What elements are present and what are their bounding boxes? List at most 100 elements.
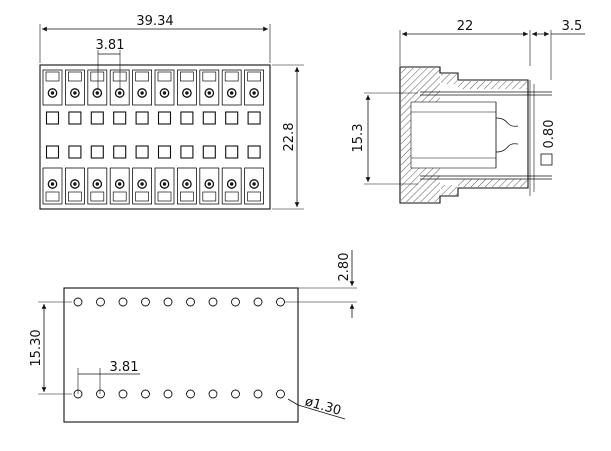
- side-hatch-bottom-step: [441, 185, 457, 195]
- footprint-pitch-dim: 3.81: [110, 360, 139, 375]
- top-terminal-ring: [249, 88, 259, 98]
- top-terminal-dot: [118, 91, 122, 95]
- footprint-outline: [63, 287, 299, 423]
- top-terminal-ring: [47, 88, 58, 98]
- height-dim: 22.8: [282, 123, 297, 152]
- top-latch-tab: [135, 71, 149, 82]
- upper-window: [68, 111, 82, 125]
- top-latch-cell: [176, 69, 197, 106]
- lower-window: [180, 145, 194, 159]
- top-terminal-dot: [162, 91, 167, 95]
- bottom-latch-cell: [65, 167, 85, 205]
- top-terminal-dot: [95, 91, 100, 95]
- top-latch-tab: [180, 71, 194, 82]
- bottom-latch-tab: [202, 191, 217, 202]
- footprint-hole-bottom: [208, 389, 218, 399]
- footprint-hole-bottom: [118, 389, 128, 399]
- footprint-hole-bottom: [253, 389, 263, 399]
- bottom-terminal-dot: [252, 182, 256, 186]
- bottom-latch-cell: [109, 167, 130, 205]
- bottom-latch-cell: [176, 167, 197, 205]
- footprint-hole-bottom: [163, 389, 173, 399]
- upper-window: [202, 111, 216, 125]
- upper-window: [135, 111, 149, 125]
- bottom-terminal-ring: [92, 179, 103, 189]
- footprint-hole-bottom: [141, 389, 150, 399]
- pcb-footprint: 2.80 15.30 3.81 ø1.30: [29, 250, 357, 423]
- upper-window: [45, 111, 60, 125]
- bottom-terminal-dot: [162, 182, 167, 186]
- bottom-latch-cell: [199, 167, 220, 205]
- bottom-latch-cell: [87, 167, 108, 205]
- bottom-latch-cell: [244, 167, 265, 205]
- top-terminal-dot: [207, 91, 211, 95]
- pin-ext-dim: 3.5: [562, 19, 583, 34]
- top-latch-tab: [247, 71, 261, 82]
- top-terminal-ring: [182, 88, 192, 98]
- hole-leader-2: [297, 404, 346, 420]
- side-hatch-top-rail: [458, 81, 527, 89]
- bottom-latch-cell: [132, 167, 153, 205]
- footprint-hole-top: [73, 297, 83, 307]
- top-terminal-dot: [50, 91, 55, 95]
- side-hatch-wall: [401, 102, 411, 168]
- overall-width-dim: 39.34: [136, 14, 173, 29]
- footprint-hole-bottom: [276, 389, 285, 399]
- footprint-hole-top: [253, 297, 263, 307]
- side-hatch-bottom: [401, 168, 440, 202]
- top-latch-cell: [244, 69, 265, 106]
- top-terminal-ring: [114, 88, 125, 98]
- bottom-terminal-ring: [47, 179, 58, 189]
- side-hatch-top: [401, 68, 440, 102]
- top-latch-tab: [202, 71, 217, 82]
- top-latch-cell: [42, 69, 63, 106]
- lower-window: [45, 145, 60, 159]
- top-terminal-ring: [70, 88, 80, 98]
- upper-window: [90, 111, 104, 125]
- top-latch-tab: [45, 71, 60, 82]
- top-terminal-ring: [204, 88, 215, 98]
- bottom-latch-tab: [90, 191, 105, 202]
- top-latch-cell: [221, 69, 242, 106]
- upper-window: [113, 111, 127, 125]
- contact-spring-bottom: [495, 143, 519, 153]
- top-latch-cell: [87, 69, 108, 106]
- bottom-terminal-dot: [185, 182, 189, 186]
- bottom-terminal-dot: [140, 182, 144, 186]
- top-terminal-dot: [73, 91, 77, 95]
- footprint-hole-top: [163, 297, 173, 307]
- bottom-terminal-dot: [230, 182, 234, 186]
- front-view-outline: [39, 64, 271, 210]
- bottom-latch-tab: [224, 191, 239, 202]
- pitch-dim: 3.81: [96, 38, 125, 53]
- bottom-latch-tab: [157, 191, 172, 202]
- footprint-hole-top: [118, 297, 128, 307]
- top-latch-tab: [224, 71, 239, 82]
- top-latch-cell: [65, 69, 85, 106]
- lower-window: [113, 145, 127, 159]
- top-terminal-dot: [140, 91, 144, 95]
- bottom-terminal-ring: [159, 179, 170, 189]
- hole-leader-1: [287, 398, 299, 406]
- lower-window: [135, 145, 149, 159]
- footprint-hole-bottom: [73, 389, 83, 399]
- bottom-terminal-dot: [95, 182, 100, 186]
- top-terminal-ring: [137, 88, 147, 98]
- depth-dim: 22: [457, 19, 474, 34]
- bottom-latch-tab: [45, 191, 60, 202]
- upper-window: [180, 111, 194, 125]
- square-section-symbol: [540, 153, 553, 166]
- top-latch-cell: [154, 69, 175, 106]
- top-latch-cell: [109, 69, 130, 106]
- lower-window: [202, 145, 216, 159]
- top-terminal-dot: [185, 91, 189, 95]
- bottom-terminal-dot: [207, 182, 211, 186]
- bottom-terminal-ring: [226, 179, 237, 189]
- bottom-terminal-ring: [182, 179, 192, 189]
- top-terminal-ring: [226, 88, 237, 98]
- bottom-latch-cell: [42, 167, 63, 205]
- footprint-hole-top: [276, 297, 285, 307]
- bottom-latch-cell: [154, 167, 175, 205]
- bottom-terminal-dot: [50, 182, 55, 186]
- side-view: 22 3.5 15.3: [351, 19, 585, 204]
